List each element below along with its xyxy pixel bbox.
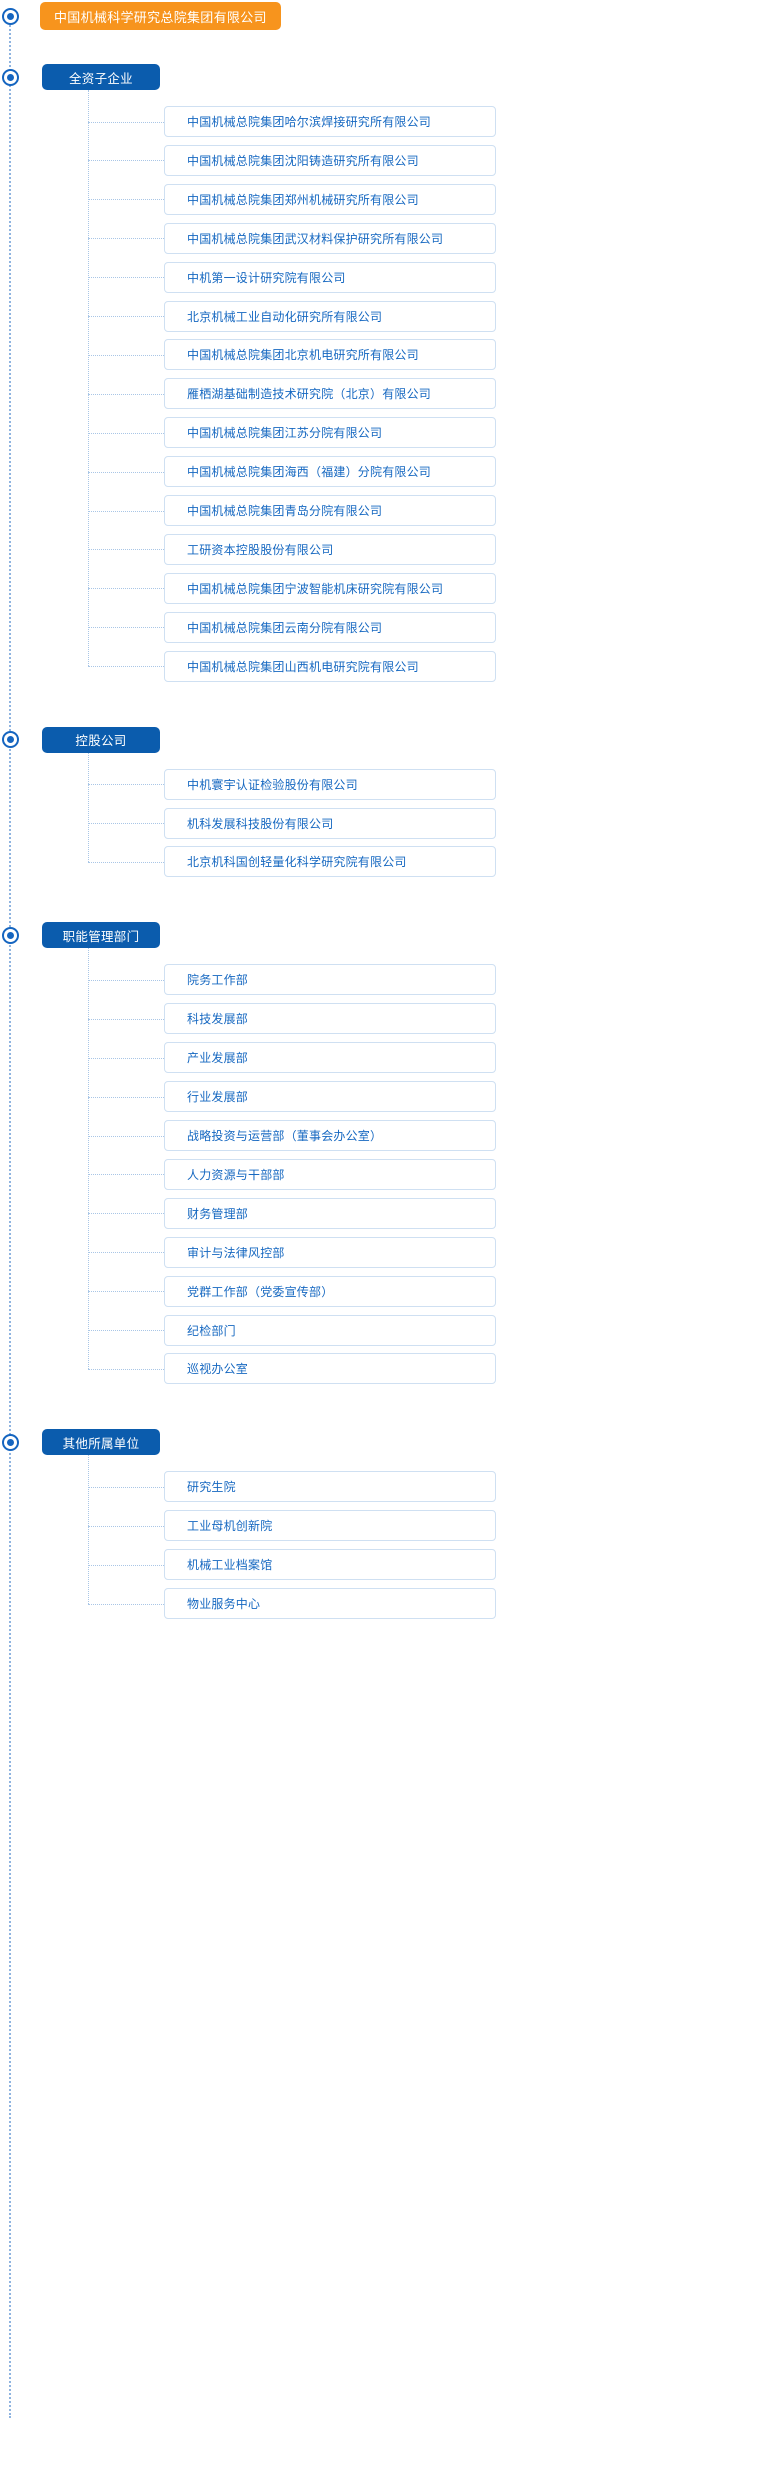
leaf-connector [88, 510, 164, 512]
leaf-connector [88, 627, 164, 629]
leaf-connector [88, 1368, 164, 1370]
leaf-node[interactable]: 行业发展部 [164, 1081, 496, 1113]
category-branch-line-3 [88, 948, 89, 1369]
category-marker-2[interactable] [2, 731, 19, 749]
leaf-node[interactable]: 财务管理部 [164, 1197, 496, 1229]
leaf-node[interactable]: 雁栖湖基础制造技术研究院（北京）有限公司 [164, 378, 496, 410]
leaf-node[interactable]: 中国机械总院集团宁波智能机床研究院有限公司 [164, 572, 496, 604]
leaf-node[interactable]: 中国机械总院集团郑州机械研究所有限公司 [164, 183, 496, 215]
leaf-connector [88, 784, 164, 786]
leaf-node[interactable]: 中机寰宇认证检验股份有限公司 [164, 768, 496, 800]
leaf-node[interactable]: 巡视办公室 [164, 1353, 496, 1385]
category-marker-1[interactable] [2, 68, 19, 86]
leaf-connector [88, 1018, 164, 1020]
leaf-node[interactable]: 科技发展部 [164, 1003, 496, 1035]
leaf-node[interactable]: 中机第一设计研究院有限公司 [164, 261, 496, 293]
leaf-node[interactable]: 中国机械总院集团云南分院有限公司 [164, 611, 496, 643]
leaf-connector [88, 1096, 164, 1098]
org-chart-spine [9, 18, 11, 2418]
leaf-connector [88, 823, 164, 824]
category-branch-line-4 [88, 1455, 89, 1604]
leaf-node[interactable]: 机械工业档案馆 [164, 1549, 496, 1581]
leaf-connector [88, 979, 164, 981]
leaf-connector [88, 1291, 164, 1293]
leaf-connector [88, 316, 164, 317]
category-node-3[interactable]: 职能管理部门 [42, 922, 160, 949]
leaf-node[interactable]: 产业发展部 [164, 1042, 496, 1074]
leaf-connector [88, 861, 164, 863]
leaf-node[interactable]: 物业服务中心 [164, 1588, 496, 1620]
leaf-connector [88, 1135, 164, 1137]
leaf-node[interactable]: 工业母机创新院 [164, 1510, 496, 1542]
category-node-2[interactable]: 控股公司 [42, 726, 160, 753]
leaf-connector [88, 1252, 164, 1254]
leaf-connector [88, 277, 164, 279]
leaf-connector [88, 1564, 164, 1566]
leaf-node[interactable]: 机科发展科技股份有限公司 [164, 807, 496, 839]
leaf-connector [88, 238, 164, 240]
root-node-marker[interactable] [2, 8, 19, 25]
leaf-node[interactable]: 中国机械总院集团武汉材料保护研究所有限公司 [164, 222, 496, 254]
leaf-node[interactable]: 审计与法律风控部 [164, 1236, 496, 1268]
leaf-connector [88, 393, 164, 395]
leaf-connector [88, 471, 164, 473]
leaf-node[interactable]: 中国机械总院集团海西（福建）分院有限公司 [164, 456, 496, 488]
leaf-node[interactable]: 院务工作部 [164, 964, 496, 996]
category-node-1[interactable]: 全资子企业 [42, 64, 160, 90]
leaf-connector [88, 160, 164, 162]
leaf-connector [88, 666, 164, 668]
leaf-node[interactable]: 中国机械总院集团山西机电研究院有限公司 [164, 650, 496, 682]
leaf-node[interactable]: 工研资本控股股份有限公司 [164, 533, 496, 565]
leaf-node[interactable]: 中国机械总院集团哈尔滨焊接研究所有限公司 [164, 106, 496, 137]
category-node-4[interactable]: 其他所属单位 [42, 1429, 160, 1456]
leaf-node[interactable]: 纪检部门 [164, 1314, 496, 1346]
leaf-node[interactable]: 研究生院 [164, 1471, 496, 1503]
leaf-node[interactable]: 中国机械总院集团沈阳铸造研究所有限公司 [164, 144, 496, 176]
leaf-connector [88, 1486, 164, 1488]
root-node[interactable]: 中国机械科学研究总院集团有限公司 [40, 2, 281, 30]
leaf-connector [88, 1057, 164, 1059]
leaf-connector [88, 432, 164, 434]
leaf-connector [88, 1330, 164, 1331]
category-branch-line-2 [88, 752, 89, 862]
leaf-node[interactable]: 党群工作部（党委宣传部） [164, 1275, 496, 1307]
leaf-node[interactable]: 北京机械工业自动化研究所有限公司 [164, 300, 496, 332]
leaf-node[interactable]: 人力资源与干部部 [164, 1158, 496, 1190]
leaf-connector [88, 121, 164, 123]
leaf-node[interactable]: 中国机械总院集团北京机电研究所有限公司 [164, 339, 496, 371]
leaf-connector [88, 549, 164, 551]
leaf-node[interactable]: 中国机械总院集团青岛分院有限公司 [164, 495, 496, 526]
category-branch-line-1 [88, 90, 89, 667]
leaf-node[interactable]: 战略投资与运营部（董事会办公室） [164, 1120, 496, 1151]
leaf-connector [88, 1603, 164, 1605]
category-marker-3[interactable] [2, 926, 19, 944]
leaf-connector [88, 1525, 164, 1527]
leaf-connector [88, 1213, 164, 1215]
leaf-node[interactable]: 北京机科国创轻量化科学研究院有限公司 [164, 846, 496, 878]
leaf-connector [88, 1174, 164, 1176]
leaf-connector [88, 199, 164, 201]
leaf-node[interactable]: 中国机械总院集团江苏分院有限公司 [164, 417, 496, 449]
category-marker-4[interactable] [2, 1433, 19, 1451]
leaf-connector [88, 588, 164, 590]
leaf-connector [88, 354, 164, 356]
